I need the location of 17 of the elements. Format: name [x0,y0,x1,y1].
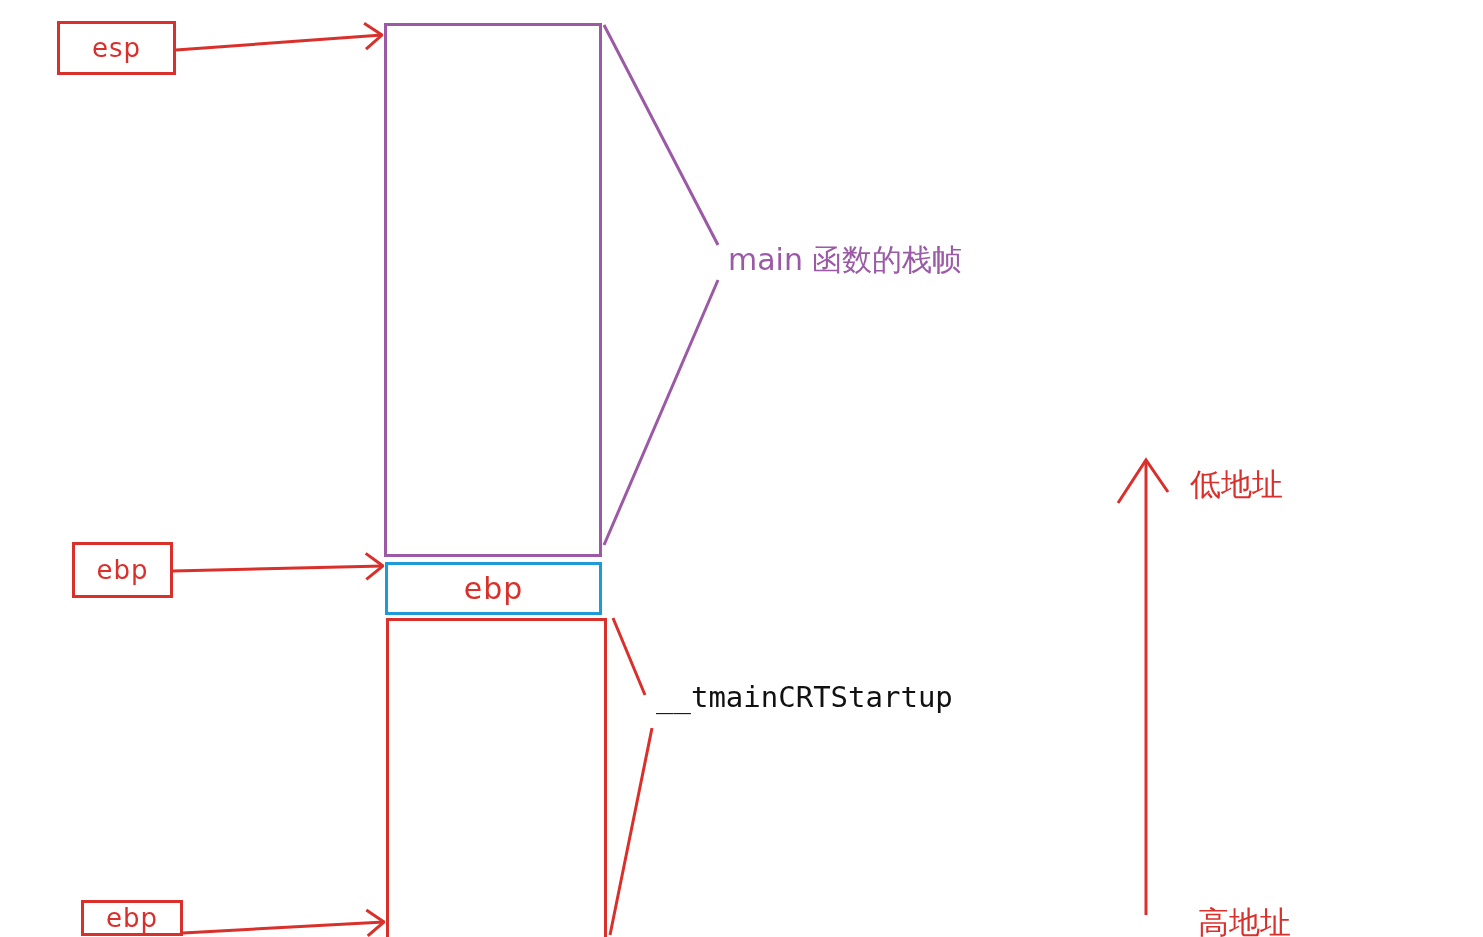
stack-frame-box [386,618,607,937]
register-box [72,542,173,598]
stack-cell [385,562,602,615]
register-name: ebp [463,573,524,604]
arrow [182,908,386,937]
stack-frame-box [384,23,602,557]
register-name: esp [91,35,141,61]
register-name: ebp [96,557,149,583]
frame-label: __tmainCRTStartup [656,680,953,714]
register-name: ebp [106,905,158,931]
register-box [81,900,183,936]
frame-label: main 函数的栈帧 [728,241,963,279]
arrow [175,21,384,52]
address-label: 高地址 [1198,903,1291,937]
arrow [172,551,385,581]
address-label: 低地址 [1190,465,1283,504]
register-box [57,21,176,75]
